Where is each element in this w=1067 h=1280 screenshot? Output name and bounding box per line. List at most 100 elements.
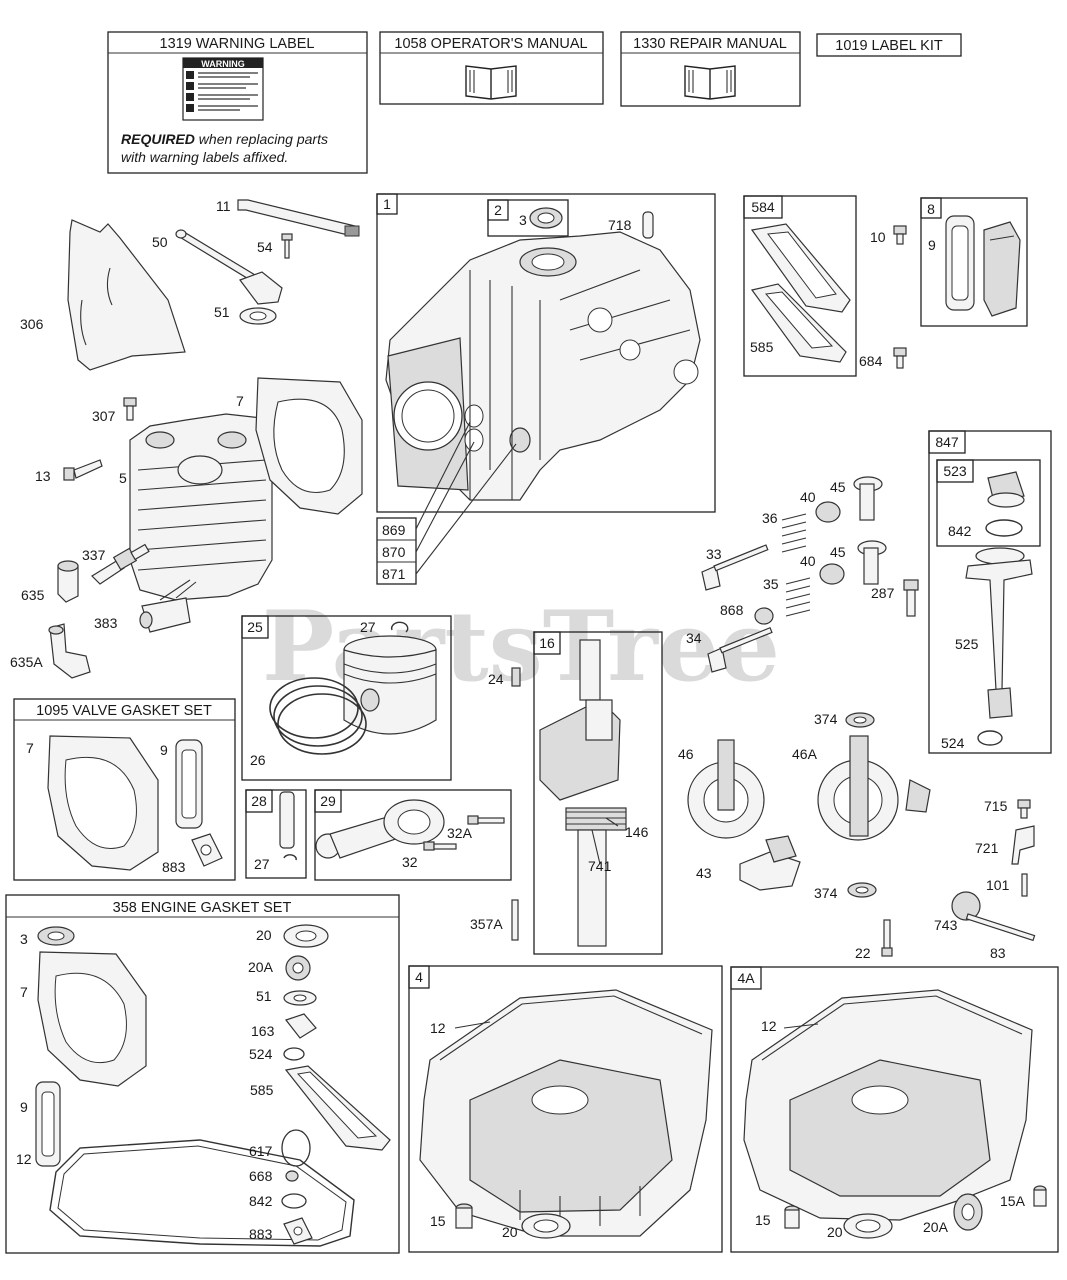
cover-gasket-part[interactable]: [35, 1081, 61, 1167]
sump-4-box[interactable]: 4: [408, 965, 723, 1253]
connecting-rod-29-box[interactable]: 29: [314, 789, 512, 881]
seal-part[interactable]: [953, 1193, 983, 1231]
o-ring-part[interactable]: [985, 519, 1023, 537]
bolt-part[interactable]: [903, 579, 919, 617]
boot-elbow-part[interactable]: [48, 623, 91, 679]
callout-label[interactable]: 163: [251, 1023, 275, 1039]
callout-label[interactable]: 45: [830, 479, 846, 495]
callout-label[interactable]: 50: [152, 234, 168, 250]
piston-pin-28-box[interactable]: 28: [245, 789, 307, 879]
callout-label[interactable]: 20: [827, 1224, 843, 1240]
piston-25-box[interactable]: 25: [241, 615, 452, 781]
callout-label[interactable]: 20: [502, 1224, 518, 1240]
head-gasket-part[interactable]: [37, 951, 147, 1087]
callout-label[interactable]: 525: [955, 636, 979, 652]
cylinder-box[interactable]: 1 2: [376, 193, 716, 513]
callout-label[interactable]: 374: [814, 711, 838, 727]
callout-label[interactable]: 43: [696, 865, 712, 881]
gasket-plate-part[interactable]: [284, 1065, 391, 1151]
governor-bracket-part[interactable]: [1011, 825, 1035, 865]
callout-label[interactable]: 32: [402, 854, 418, 870]
warning-label-box[interactable]: 1319 WARNING LABEL WARNING REQUIRED when…: [107, 31, 368, 174]
callout-label[interactable]: 24: [488, 671, 504, 687]
callout-label[interactable]: 668: [249, 1168, 273, 1184]
retaining-clip-part[interactable]: [283, 854, 297, 861]
bearing-part[interactable]: [843, 1213, 893, 1239]
piston-pin-part[interactable]: [279, 791, 295, 849]
callout-label[interactable]: 46: [678, 746, 694, 762]
callout-label[interactable]: 9: [928, 237, 936, 253]
gasket-584-box[interactable]: 584: [743, 195, 857, 377]
oil-seal-part[interactable]: [529, 207, 563, 229]
rod-bolt-part[interactable]: [467, 815, 505, 825]
callout-label[interactable]: 12: [16, 1151, 32, 1167]
callout-label[interactable]: 32A: [447, 825, 473, 841]
sump-part[interactable]: [743, 989, 1033, 1221]
cover-8-box[interactable]: 8: [920, 197, 1028, 327]
engine-gasket-set-box[interactable]: 358 ENGINE GASKET SET: [5, 894, 400, 1254]
callout-label[interactable]: 15: [430, 1213, 446, 1229]
piston-rings-part[interactable]: [269, 677, 367, 755]
callout-label[interactable]: 35: [763, 576, 779, 592]
rod-bolt-part[interactable]: [423, 841, 457, 851]
cylinder-block-part[interactable]: [385, 231, 701, 501]
callout-label[interactable]: 45: [830, 544, 846, 560]
callout-label[interactable]: 83: [990, 945, 1006, 961]
callout-label[interactable]: 743: [934, 917, 958, 933]
callout-label[interactable]: 869: [382, 522, 406, 538]
gasket-small-part[interactable]: [285, 1013, 317, 1039]
governor-gear-shaft-part[interactable]: [951, 891, 1036, 942]
callout-label[interactable]: 12: [761, 1018, 777, 1034]
callout-label[interactable]: 883: [249, 1226, 273, 1242]
dipstick-cap-part[interactable]: [987, 471, 1025, 508]
rocker-cover-part[interactable]: [983, 221, 1021, 317]
sump-part[interactable]: [419, 989, 713, 1237]
oil-seal-part[interactable]: [37, 926, 75, 946]
callout-label[interactable]: 870: [382, 544, 406, 560]
valve-seal-part[interactable]: [754, 607, 774, 625]
callout-label[interactable]: 9: [20, 1099, 28, 1115]
intake-valve-part[interactable]: [701, 544, 769, 591]
washer-part[interactable]: [285, 1170, 299, 1182]
callout-label[interactable]: 635: [21, 587, 45, 603]
cylinder-head-part[interactable]: [129, 413, 273, 601]
key-pin-part[interactable]: [511, 667, 521, 687]
callout-label[interactable]: 15: [755, 1212, 771, 1228]
head-gasket-part[interactable]: [255, 377, 363, 515]
callout-label[interactable]: 3: [519, 212, 527, 228]
pin-part[interactable]: [1021, 873, 1028, 897]
callout-label[interactable]: 7: [26, 740, 34, 756]
callout-label[interactable]: 307: [92, 408, 116, 424]
spark-plug-boot-part[interactable]: [57, 560, 79, 603]
callout-label[interactable]: 10: [870, 229, 886, 245]
callout-label[interactable]: 15A: [1000, 1193, 1026, 1209]
camshaft-part[interactable]: [687, 739, 765, 839]
bolt-part[interactable]: [63, 459, 103, 481]
valve-spring-part[interactable]: [781, 513, 807, 553]
callout-label[interactable]: 7: [236, 393, 244, 409]
o-ring-part[interactable]: [281, 1193, 307, 1209]
callout-label[interactable]: 287: [871, 585, 895, 601]
o-ring-part[interactable]: [281, 1129, 311, 1167]
exhaust-gasket-part[interactable]: [283, 1217, 313, 1245]
callout-label[interactable]: 20A: [923, 1219, 949, 1235]
callout-label[interactable]: 46A: [792, 746, 818, 762]
key-pin-part[interactable]: [511, 899, 519, 941]
cover-gasket-part[interactable]: [945, 215, 975, 311]
callout-label[interactable]: 635A: [10, 654, 43, 670]
callout-label[interactable]: 3: [20, 931, 28, 947]
callout-label[interactable]: 842: [249, 1193, 273, 1209]
callout-label[interactable]: 374: [814, 885, 838, 901]
callout-label[interactable]: 718: [608, 217, 632, 233]
callout-label[interactable]: 33: [706, 546, 722, 562]
callout-label[interactable]: 12: [430, 1020, 446, 1036]
repair-manual-box[interactable]: 1330 REPAIR MANUAL: [620, 31, 801, 107]
callout-label[interactable]: 20: [256, 927, 272, 943]
dipstick-847-box[interactable]: 847 523: [928, 430, 1052, 754]
callout-label[interactable]: 868: [720, 602, 744, 618]
bolt-part[interactable]: [281, 233, 293, 259]
valve-gasket-set-box[interactable]: 1095 VALVE GASKET SET: [13, 698, 236, 881]
callout-label[interactable]: 27: [254, 856, 270, 872]
label-kit-box[interactable]: 1019 LABEL KIT: [816, 33, 962, 57]
callout-label[interactable]: 51: [256, 988, 272, 1004]
